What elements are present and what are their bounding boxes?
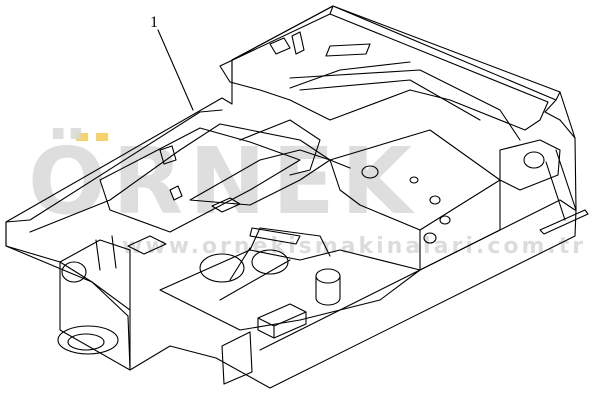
front-edge [5,221,61,263]
left-plate-top [5,109,223,223]
right-bracket-hole [523,151,545,169]
lower-beam-1 [159,249,421,331]
watermark-brand: ÖRNEK [28,128,419,235]
small-box [257,303,307,339]
small-pad-3 [249,227,301,245]
cross-member-2 [189,149,331,206]
rear-clip-3 [325,43,371,57]
center-box-side [419,179,501,271]
hitch-ring [57,325,119,355]
small-pad-2 [211,197,241,213]
rear-box-top [231,5,561,121]
rear-box-inner [219,13,549,131]
right-side-plate [259,119,577,351]
watermark-url: www.ornekismakinalari.com.tr [122,234,587,259]
hitch-eye [61,261,87,283]
center-box [329,129,501,231]
rear-clip-2 [291,31,305,55]
center-box-holes [361,165,451,244]
round-cutout [199,253,245,283]
cross-member-1 [99,127,301,233]
cylinder-boss [315,268,341,306]
right-slot [539,209,589,235]
callout-leader [157,29,194,111]
rear-rail-long [289,61,411,89]
small-pad-1 [127,235,167,255]
callout-label-1: 1 [150,14,158,31]
diagonal-brace [219,247,291,301]
lower-beam-2 [249,227,331,257]
right-bracket [499,139,561,191]
left-clip [159,145,177,165]
rear-inner-rail [289,69,521,141]
rear-clip-1 [269,37,291,55]
watermark-umlaut-dots [74,130,114,141]
rear-inner-rail-2 [299,79,481,121]
left-plate-inner [29,123,351,233]
front-box [221,331,253,385]
watermark: ÖRNEK www.ornekismakinalari.com.tr [28,128,588,259]
left-clip-2 [169,185,183,201]
longitudinal-beam [239,119,321,176]
round-cutout-2 [251,249,289,275]
hitch-bracket [59,239,131,371]
rear-box-wall [231,5,561,101]
hitch-post [95,235,117,271]
